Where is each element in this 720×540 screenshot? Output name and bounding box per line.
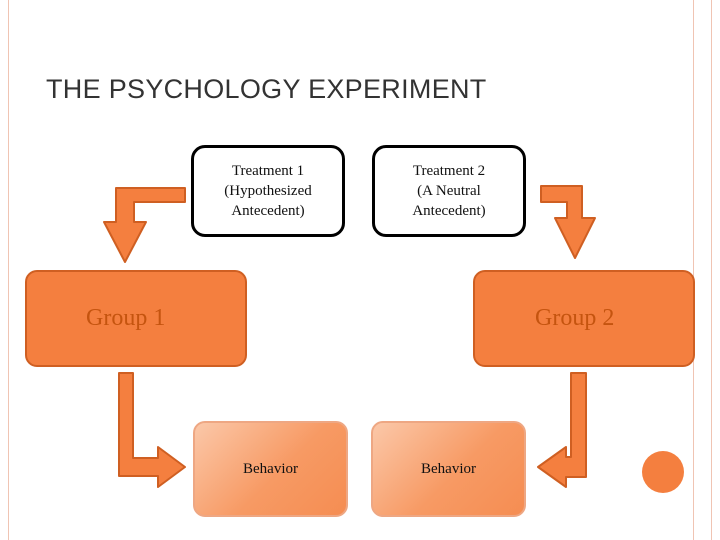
decorative-circle [642,451,684,493]
right-border-line-inner [711,0,712,540]
left-border-line [8,0,9,540]
arrow-treatment2-to-group2 [540,185,596,259]
right-border-line-outer [693,0,694,540]
slide-title: THE PSYCHOLOGY EXPERIMENT [46,74,487,104]
group-1-label: Group 1 [86,305,166,331]
group-2-label: Group 2 [535,305,615,331]
arrow-group1-to-behavior [118,372,186,488]
group-1-box [25,270,247,367]
behavior-1-box: Behavior [193,421,348,517]
arrow-group2-to-behavior [537,372,587,488]
behavior-2-box: Behavior [371,421,526,517]
treatment-2-box: Treatment 2 (A Neutral Antecedent) [372,145,526,237]
arrow-treatment1-to-group1 [103,187,186,263]
treatment-1-box: Treatment 1 (Hypothesized Antecedent) [191,145,345,237]
group-2-box [473,270,695,367]
